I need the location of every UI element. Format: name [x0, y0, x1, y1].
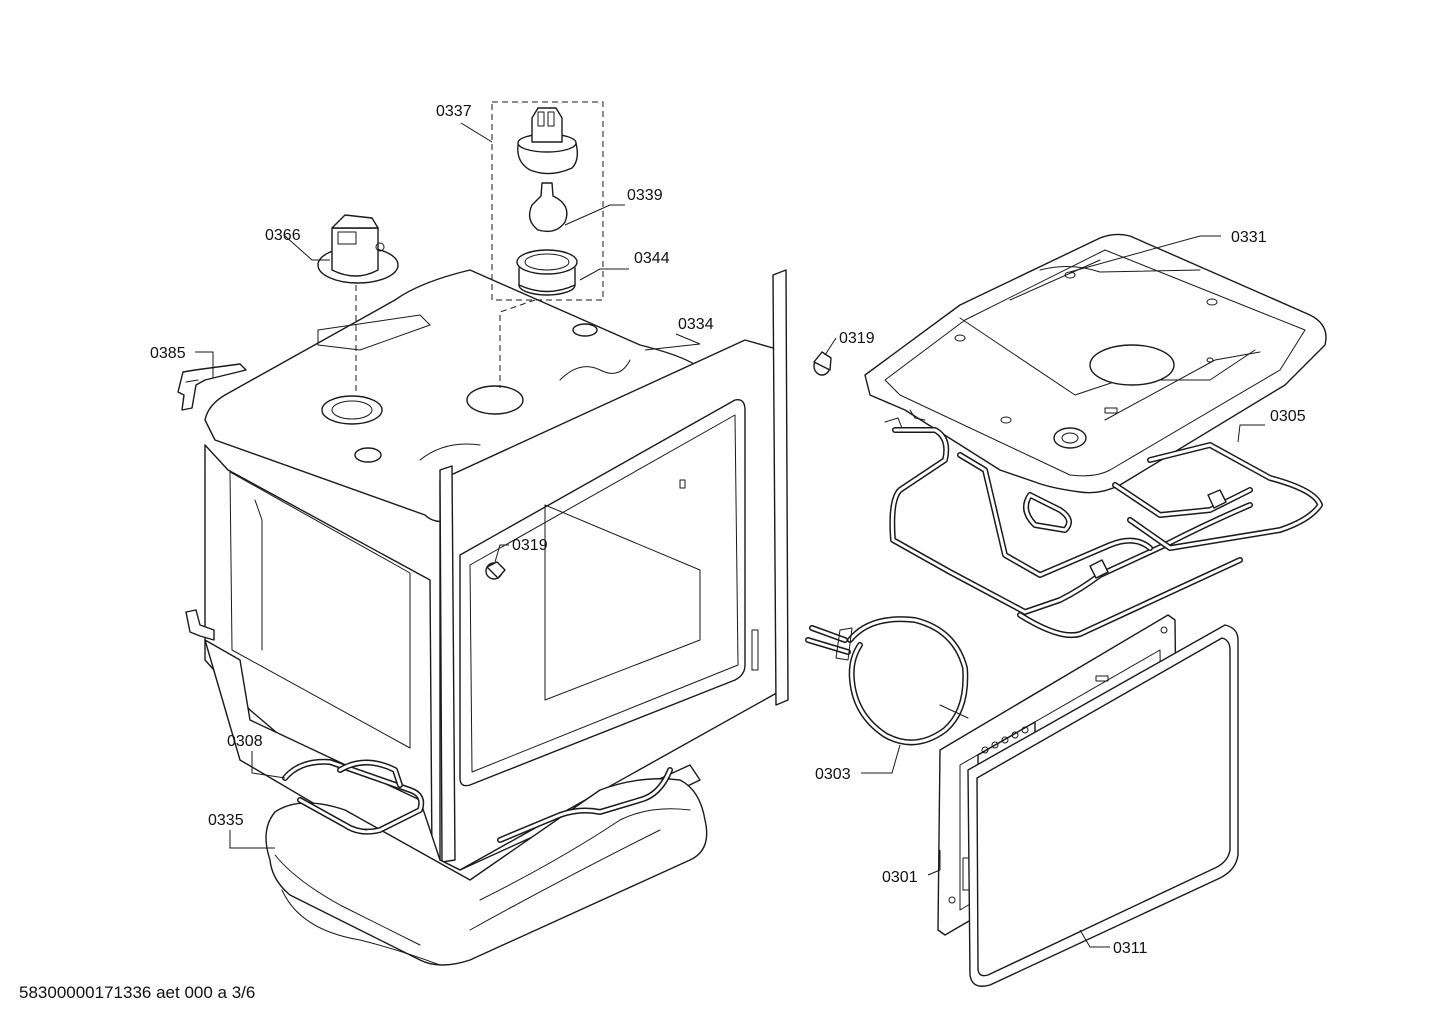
callout-0305: 0305	[1270, 408, 1306, 425]
bottom-heater-0308	[282, 758, 673, 843]
door-seal-0311	[967, 624, 1239, 987]
top-panel-0331	[864, 233, 1327, 494]
callout-0337: 0337	[436, 103, 472, 120]
top-heater-0305	[884, 417, 1323, 639]
drawing-reference-footer: 58300000171336 aet 000 a 3/6	[19, 983, 255, 1002]
callout-0311: 0311	[1113, 940, 1148, 957]
callout-0319-side: 0319	[512, 537, 548, 554]
lamp-cover-0319-side	[485, 561, 506, 580]
ring-heater-0303	[805, 616, 969, 746]
clip-0385	[177, 363, 247, 411]
oven-muffle-0334	[185, 269, 789, 891]
callout-0301: 0301	[882, 869, 918, 886]
callout-0385: 0385	[150, 345, 186, 362]
lamp-assembly-0337	[491, 101, 604, 388]
fan-motor-0366	[317, 214, 399, 392]
callout-0366: 0366	[265, 227, 301, 244]
callout-0334: 0334	[678, 316, 714, 333]
callout-0319-top: 0319	[839, 330, 875, 347]
callout-labels: 0337 0339 0344 0366 0331 0385 0334 0319 …	[150, 103, 1306, 957]
callout-0303: 0303	[815, 766, 851, 783]
callout-0339: 0339	[627, 187, 663, 204]
callout-0344: 0344	[634, 250, 670, 267]
callout-0335: 0335	[208, 812, 244, 829]
callout-0308: 0308	[227, 733, 263, 750]
leader-lines	[195, 122, 1265, 948]
insulation-blanket-0335	[265, 778, 708, 966]
lamp-cover-0319-top	[813, 351, 832, 376]
callout-0331: 0331	[1231, 229, 1267, 246]
